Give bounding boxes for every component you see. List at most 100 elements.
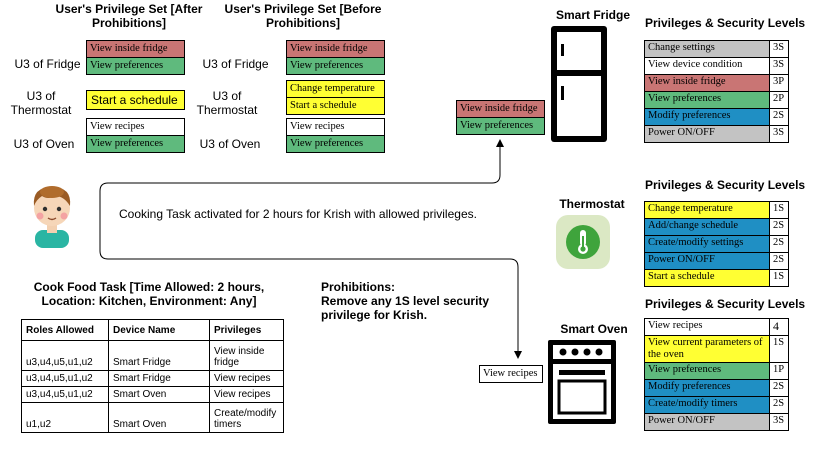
task-cell: u3,u4,u5,u1,u2 [21, 370, 109, 387]
before-fridge-item: View preferences [286, 57, 385, 75]
task-cell: u3,u4,u5,u1,u2 [21, 340, 109, 371]
table-row: u3,u4,u5,u1,u2 Smart Fridge View recipes [21, 370, 284, 387]
before-oven-item: View preferences [286, 135, 385, 153]
privilege-level: 1S [769, 269, 789, 287]
privilege-name: Start a schedule [644, 269, 770, 287]
privilege-name: View preferences [644, 362, 770, 380]
privilege-level: 1S [769, 201, 789, 219]
privilege-name: Change settings [644, 40, 770, 58]
after-fridge-label: U3 of Fridge [14, 57, 81, 71]
thermostat-name: Thermostat [559, 197, 625, 211]
fridge-icon [551, 26, 607, 142]
table-row: u1,u2 Smart Oven Create/modify timers [21, 402, 284, 433]
privilege-name: Modify preferences [644, 108, 770, 126]
after-fridge-item: View preferences [86, 57, 185, 75]
task-cell: u3,u4,u5,u1,u2 [21, 386, 109, 403]
arrow-to-oven [99, 240, 522, 359]
after-fridge-item: View inside fridge [86, 40, 185, 58]
privilege-name: Add/change schedule [644, 218, 770, 236]
privilege-level: 2S [769, 108, 789, 126]
task-cell: Smart Fridge [108, 340, 210, 371]
privilege-level: 3S [769, 125, 789, 143]
prohibitions-title: Prohibitions: [321, 280, 395, 294]
privilege-name: Create/modify timers [644, 396, 770, 414]
task-cell: View recipes [209, 370, 284, 387]
privilege-name: View recipes [644, 318, 770, 336]
privilege-name: Change temperature [644, 201, 770, 219]
privilege-level: 2S [769, 252, 789, 270]
privilege-name: Power ON/OFF [644, 413, 770, 431]
privilege-level: 2P [769, 91, 789, 109]
before-oven-label: U3 of Oven [199, 137, 261, 151]
task-header: Device Name [108, 319, 210, 341]
privilege-name: Create/modify settings [644, 235, 770, 253]
before-thermostat-item: Change temperature [286, 80, 385, 98]
task-cell: View recipes [209, 386, 284, 403]
task-title: Cook Food Task [Time Allowed: 2 hours, L… [33, 280, 265, 308]
privilege-name: Modify preferences [644, 379, 770, 397]
before-title: User's Privilege Set [Before Prohibition… [224, 2, 382, 30]
after-oven-item: View recipes [86, 118, 185, 136]
after-thermostat-item: Start a schedule [86, 90, 185, 110]
privilege-level: 1S [769, 335, 789, 363]
table-row: u3,u4,u5,u1,u2 Smart Fridge View inside … [21, 340, 284, 371]
thermostat-icon [556, 215, 610, 269]
privilege-level: 2S [769, 379, 789, 397]
privilege-name: Power ON/OFF [644, 252, 770, 270]
privilege-level: 4 [769, 318, 789, 336]
privilege-name: View inside fridge [644, 74, 770, 92]
after-thermostat-label: U3 of Thermostat [10, 89, 72, 117]
privilege-level: 3S [769, 413, 789, 431]
privilege-name: View preferences [644, 91, 770, 109]
privilege-level: 3S [769, 57, 789, 75]
fridge-output-item: View inside fridge [456, 100, 545, 118]
after-oven-item: View preferences [86, 135, 185, 153]
task-cell: Smart Fridge [108, 370, 210, 387]
oven-name: Smart Oven [560, 322, 628, 336]
fridge-output-item: View preferences [456, 117, 545, 135]
cooking-task-text: Cooking Task activated for 2 hours for K… [119, 207, 477, 221]
privilege-level: 1P [769, 362, 789, 380]
oven-icon [548, 340, 616, 424]
task-cell: u1,u2 [21, 402, 109, 433]
oven-table-title: Privileges & Security Levels [645, 297, 806, 311]
privilege-level: 2S [769, 235, 789, 253]
table-row: u3,u4,u5,u1,u2 Smart Oven View recipes [21, 386, 284, 403]
user-avatar [33, 186, 71, 248]
task-table: Roles Allowed Device Name Privileges u3,… [21, 319, 284, 433]
privilege-name: Power ON/OFF [644, 125, 770, 143]
before-thermostat-label: U3 of Thermostat [196, 89, 258, 117]
after-title: User's Privilege Set [After Prohibitions… [55, 2, 203, 30]
privilege-name: View device condition [644, 57, 770, 75]
task-cell: Create/modify timers [209, 402, 284, 433]
before-oven-item: View recipes [286, 118, 385, 136]
task-cell: Smart Oven [108, 386, 210, 403]
privilege-name: View current parameters of the oven [644, 335, 770, 363]
after-oven-label: U3 of Oven [13, 137, 75, 151]
task-cell: View inside fridge [209, 340, 284, 371]
oven-output-item: View recipes [479, 365, 543, 383]
privilege-level: 2S [769, 218, 789, 236]
privilege-level: 3S [769, 40, 789, 58]
prohibitions-text: Remove any 1S level security privilege f… [321, 294, 490, 322]
thermostat-table-title: Privileges & Security Levels [645, 178, 806, 192]
before-thermostat-item: Start a schedule [286, 97, 385, 115]
before-fridge-label: U3 of Fridge [202, 57, 269, 71]
